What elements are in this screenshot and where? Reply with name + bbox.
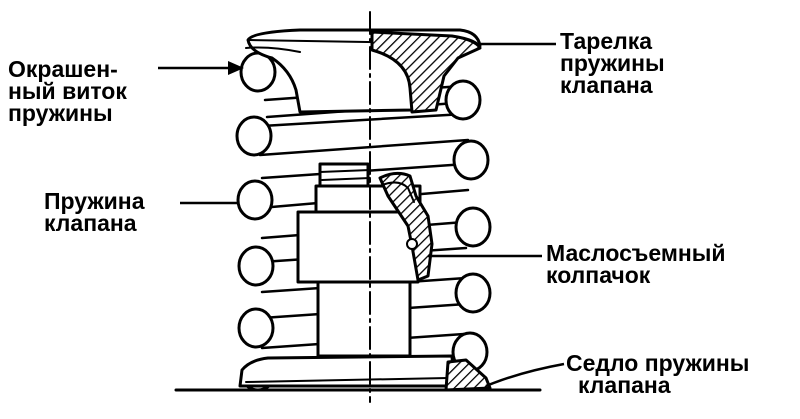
label-valve-spring-line2: клапана [44,210,137,236]
label-oil-seal-line1: Маслосъемный [546,240,726,266]
label-spring-retainer-line2: пружины [560,50,665,76]
leader-spring-seat [485,362,565,388]
label-painted-coil-line3: пружины [8,100,113,126]
label-valve-spring-line1: Пружина [44,188,145,214]
label-spring-seat-line1: Седло пружины [566,350,750,376]
label-painted-coil: Окрашен- ный виток пружины [8,56,127,126]
label-oil-seal-line2: колпачок [546,262,651,288]
spring-seat [238,354,456,388]
label-valve-spring: Пружина клапана [44,188,145,236]
label-spring-retainer-line1: Тарелка [560,28,653,54]
spring-coils-left [235,51,277,392]
label-spring-seat-line2: клапана [578,372,671,398]
leader-lines [158,42,565,388]
leader-arrowheads [228,61,244,75]
spring-coils-right [444,79,492,373]
label-painted-coil-line1: Окрашен- [8,56,118,82]
seat-hatched-section [444,358,492,392]
oil-seal [378,171,434,282]
label-spring-retainer: Тарелка пружины клапана [560,28,665,98]
label-spring-retainer-line3: клапана [560,72,653,98]
label-spring-seat: Седло пружины клапана [566,350,750,398]
label-oil-seal: Маслосъемный колпачок [546,240,726,288]
label-painted-coil-line2: ный виток [8,78,127,104]
arrow-painted-coil [228,61,244,75]
